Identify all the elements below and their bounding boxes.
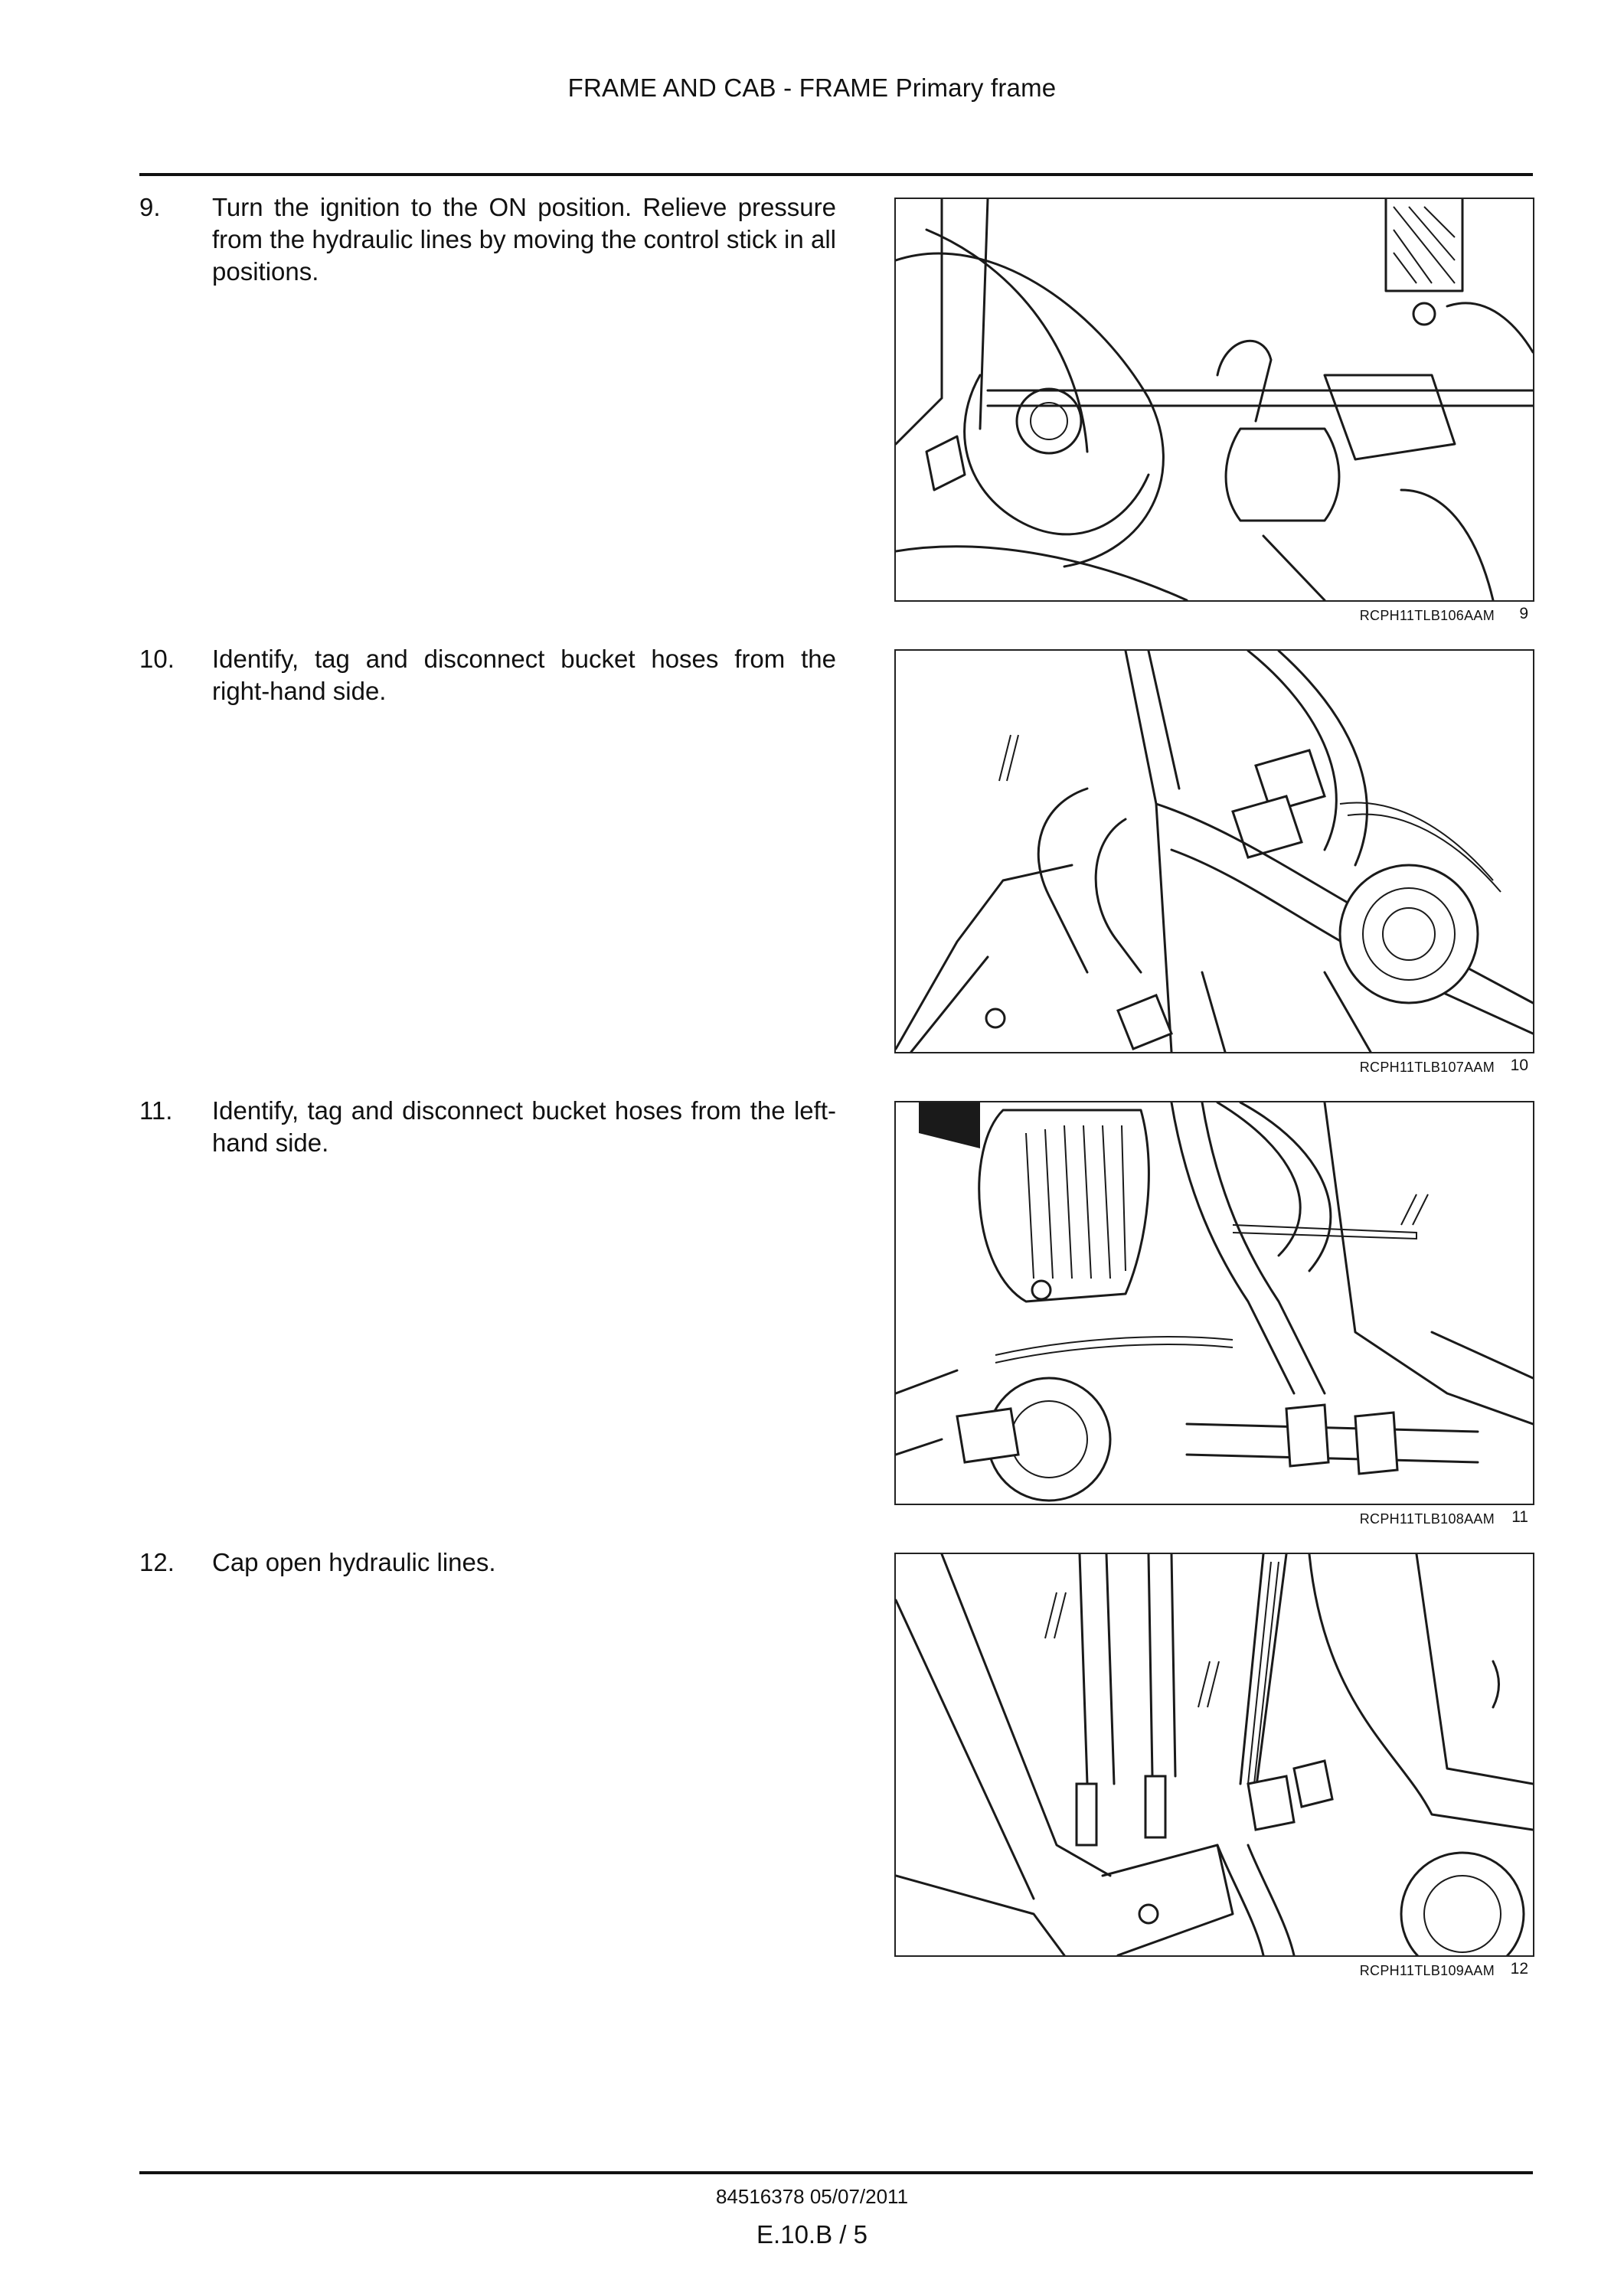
step-11: 11. Identify, tag and disconnect bucket … <box>139 1095 836 1171</box>
step-10: 10. Identify, tag and disconnect bucket … <box>139 643 836 720</box>
step-text: Cap open hydraulic lines. <box>212 1548 496 1576</box>
figure-right-hand-hoses <box>894 649 1534 1053</box>
step-text: Turn the ignition to the ON position. Re… <box>212 193 836 286</box>
header-rule <box>139 173 1533 176</box>
footer-page-number: E.10.B / 5 <box>756 2220 868 2249</box>
figure-code: RCPH11TLB107AAM <box>1359 1060 1495 1075</box>
figure-code: RCPH11TLB106AAM <box>1359 608 1495 623</box>
figure-number: 11 <box>1511 1508 1528 1526</box>
step-12: 12. Cap open hydraulic lines. <box>139 1546 836 1592</box>
figure-left-hand-hoses <box>894 1101 1534 1505</box>
footer-document-number: 84516378 05/07/2011 <box>715 2185 909 2208</box>
step-number: 12. <box>139 1548 175 1576</box>
step-number: 9. <box>139 193 161 221</box>
figure-caption-12: RCPH11TLB109AAM 12 <box>894 1960 1531 1983</box>
step-text: Identify, tag and disconnect bucket hose… <box>212 1096 836 1157</box>
step-text: Identify, tag and disconnect bucket hose… <box>212 645 836 705</box>
figure-caption-9: RCPH11TLB106AAM 9 <box>894 605 1531 628</box>
figure-code: RCPH11TLB108AAM <box>1359 1511 1495 1527</box>
figure-capped-lines <box>894 1553 1534 1957</box>
figure-code: RCPH11TLB109AAM <box>1359 1963 1495 1978</box>
figure-number: 12 <box>1510 1960 1528 1978</box>
step-number: 11. <box>139 1096 173 1125</box>
figure-control-stick <box>894 198 1534 602</box>
page-header-title: FRAME AND CAB - FRAME Primary frame <box>567 73 1057 102</box>
step-9: 9. Turn the ignition to the ON position.… <box>139 191 836 299</box>
figure-number: 9 <box>1519 605 1528 622</box>
figure-caption-11: RCPH11TLB108AAM 11 <box>894 1508 1531 1531</box>
figure-number: 10 <box>1510 1057 1528 1074</box>
footer-rule <box>139 2171 1533 2174</box>
step-number: 10. <box>139 645 175 673</box>
figure-caption-10: RCPH11TLB107AAM 10 <box>894 1057 1531 1079</box>
